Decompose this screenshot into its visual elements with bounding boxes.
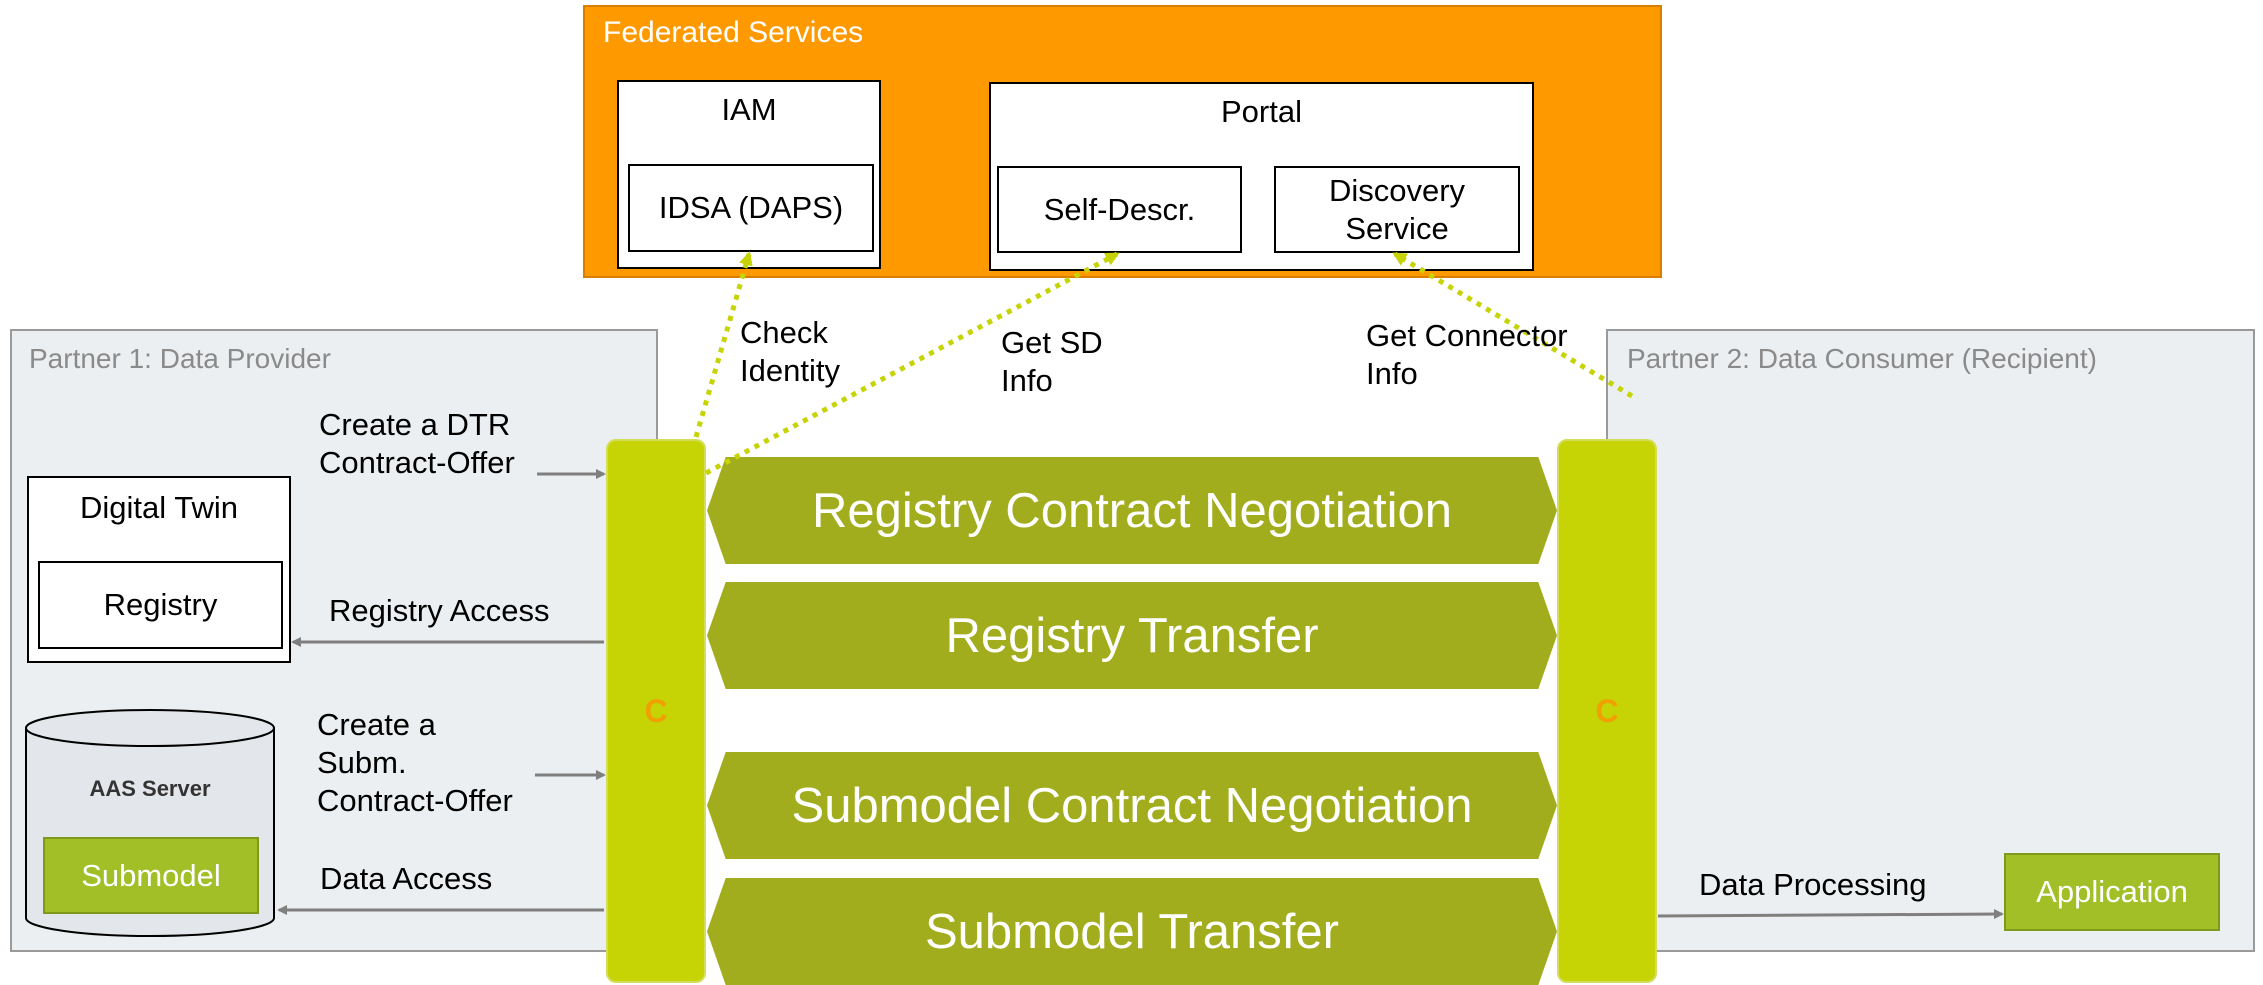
consumer-connector: C	[1557, 439, 1657, 983]
submodel-transfer-label: Submodel Transfer	[925, 904, 1339, 959]
portal-label: Portal	[1221, 94, 1302, 129]
registry-contract-negotiation-label: Registry Contract Negotiation	[811, 483, 1452, 538]
idsa-daps-box: IDSA (DAPS)	[628, 164, 874, 252]
discovery-service-label: Discovery Service	[1328, 172, 1466, 246]
provider-connector: C	[606, 439, 706, 983]
submodel-contract-negotiation-band: Submodel Contract Negotiation	[707, 752, 1557, 859]
get-connector-info-label: Get Connector Info	[1366, 318, 1568, 391]
submodel-contract-negotiation-label: Submodel Contract Negotiation	[791, 778, 1473, 833]
registry-box: Registry	[38, 561, 283, 649]
create-subm-offer-label: Create a Subm. Contract-Offer	[317, 707, 513, 818]
submodel-label: Submodel	[81, 857, 221, 893]
submodel-box: Submodel	[43, 837, 259, 914]
digital-twin-label: Digital Twin	[80, 490, 238, 525]
check-identity-label: Check Identity	[740, 315, 840, 388]
get-sd-info-label: Get SD Info	[1001, 325, 1103, 398]
idsa-daps-label: IDSA (DAPS)	[658, 190, 844, 225]
registry-label: Registry	[103, 587, 218, 622]
registry-transfer-label: Registry Transfer	[945, 608, 1319, 663]
create-dtr-offer-label: Create a DTR Contract-Offer	[319, 407, 515, 480]
self-description-box: Self-Descr.	[997, 166, 1242, 253]
partner2-panel	[1606, 329, 2255, 952]
registry-contract-negotiation-band: Registry Contract Negotiation	[707, 457, 1557, 564]
discovery-service-box: Discovery Service	[1274, 166, 1520, 253]
application-box: Application	[2004, 853, 2220, 931]
application-label: Application	[2036, 874, 2188, 909]
federated-services-title: Federated Services	[603, 16, 864, 49]
consumer-connector-label: C	[1595, 692, 1619, 729]
registry-access-label: Registry Access	[329, 593, 550, 628]
partner1-title: Partner 1: Data Provider	[29, 343, 331, 374]
provider-connector-label: C	[644, 692, 668, 729]
aas-server-label: AAS Server	[89, 776, 211, 801]
iam-label: IAM	[721, 92, 777, 127]
registry-transfer-band: Registry Transfer	[707, 582, 1557, 689]
data-processing-label: Data Processing	[1699, 867, 1927, 902]
data-access-label: Data Access	[320, 861, 493, 896]
submodel-transfer-band: Submodel Transfer	[707, 878, 1557, 985]
self-description-label: Self-Descr.	[1043, 191, 1196, 227]
partner2-title: Partner 2: Data Consumer (Recipient)	[1627, 343, 2097, 374]
